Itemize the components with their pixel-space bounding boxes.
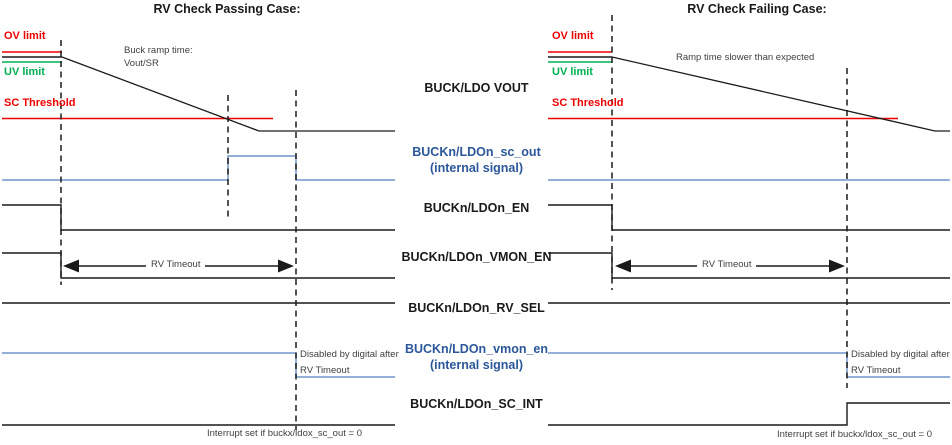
right-disabled-note-line1: Disabled by digital after xyxy=(851,349,950,360)
left-sc-threshold-label: SC Threshold xyxy=(4,97,76,109)
signal-label-sc-out: BUCKn/LDOn_sc_out (internal signal) xyxy=(398,144,555,176)
right-disabled-note: Disabled by digital after RV Timeout xyxy=(851,347,950,379)
signal-label-sc-int: BUCKn/LDOn_SC_INT xyxy=(410,397,543,411)
left-en-waveform xyxy=(2,204,395,231)
left-uv-limit-label: UV limit xyxy=(4,66,45,78)
right-panel-title: RV Check Failing Case: xyxy=(687,2,827,16)
right-sc-threshold-label: SC Threshold xyxy=(552,97,624,109)
right-vmon-en-waveform xyxy=(548,252,950,279)
signal-label-vmon-en: BUCKn/LDOn_VMON_EN xyxy=(401,250,552,264)
left-rv-timeout-label: RV Timeout xyxy=(146,259,206,270)
signal-label-vmon-en-internal-main: BUCKn/LDOn_vmon_en xyxy=(404,342,549,356)
right-arrowhead-right xyxy=(829,259,845,273)
left-vout-ramp xyxy=(61,56,395,132)
right-ramp-time-note: Ramp time slower than expected xyxy=(676,52,815,63)
signal-label-rv-sel: BUCKn/LDOn_RV_SEL xyxy=(408,301,545,315)
left-disabled-note-line1: Disabled by digital after xyxy=(300,349,399,360)
left-ov-limit-label: OV limit xyxy=(4,30,46,42)
right-ov-limit-label: OV limit xyxy=(552,30,594,42)
right-sc-int-waveform xyxy=(548,402,950,426)
left-panel-title: RV Check Passing Case: xyxy=(153,2,301,16)
left-ramp-note-line2: Vout/SR xyxy=(124,58,159,69)
right-interrupt-note: Interrupt set if buckx/ldox_sc_out = 0 xyxy=(777,429,932,440)
left-disabled-note-line2: RV Timeout xyxy=(300,365,350,376)
signal-label-vout: BUCK/LDO VOUT xyxy=(424,81,529,95)
left-arrowhead-left xyxy=(63,259,79,273)
right-en-waveform xyxy=(548,204,950,231)
right-dashed-markers xyxy=(611,15,848,388)
right-uv-limit-label: UV limit xyxy=(552,66,593,78)
signal-label-vmon-en-internal-sub: (internal signal) xyxy=(429,358,524,372)
right-rv-timeout-label: RV Timeout xyxy=(697,259,757,270)
signal-label-sc-out-main: BUCKn/LDOn_sc_out xyxy=(412,145,541,159)
left-arrowhead-right xyxy=(278,259,294,273)
right-arrowhead-left xyxy=(615,259,631,273)
right-vout-waveform xyxy=(548,51,950,132)
right-vout-ramp xyxy=(611,56,950,132)
right-disabled-note-line2: RV Timeout xyxy=(851,365,901,376)
signal-label-en: BUCKn/LDOn_EN xyxy=(423,201,530,215)
left-sc-out-waveform xyxy=(2,155,395,181)
left-dashed-markers xyxy=(60,40,297,430)
left-ramp-note-line1: Buck ramp time: xyxy=(124,45,193,56)
left-disabled-note: Disabled by digital after RV Timeout xyxy=(300,347,399,379)
signal-label-vmon-en-internal: BUCKn/LDOn_vmon_en (internal signal) xyxy=(398,341,555,373)
left-interrupt-note: Interrupt set if buckx/ldox_sc_out = 0 xyxy=(207,428,362,439)
left-ramp-time-note: Buck ramp time: Vout/SR xyxy=(124,44,193,70)
signal-label-sc-out-sub: (internal signal) xyxy=(429,161,524,175)
